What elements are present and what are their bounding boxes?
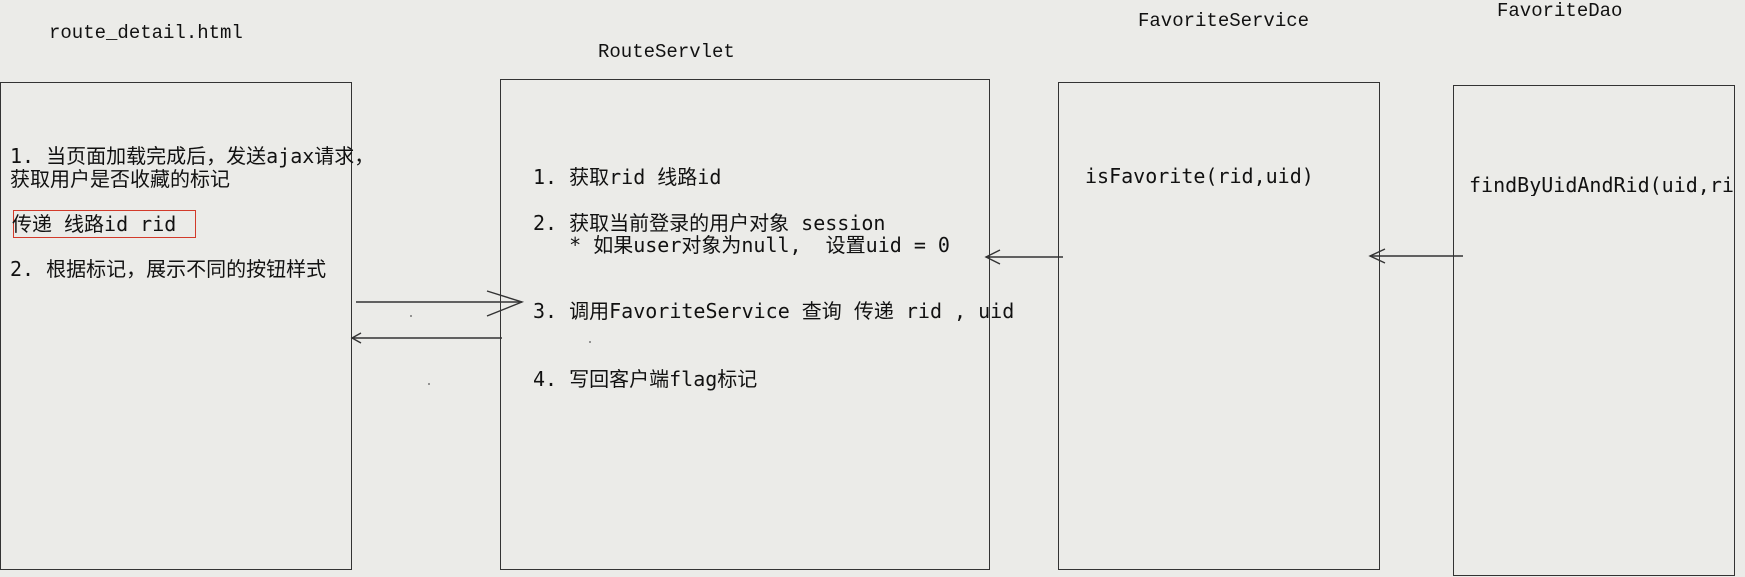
route-servlet-step3: 3. 调用FavoriteService 查询 传递 rid , uid [533, 299, 1015, 323]
request-arrow [356, 290, 525, 317]
favorite-service-title: FavoriteService [1138, 10, 1310, 32]
route-servlet-step2-line2: * 如果user对象为null, 设置uid = 0 [533, 233, 950, 257]
stray-dot [428, 383, 430, 385]
route-servlet-step2-line1: 2. 获取当前登录的用户对象 session [533, 211, 886, 235]
favorite-service-box [1058, 82, 1380, 570]
stray-dot [410, 315, 412, 317]
stray-dot [589, 341, 591, 343]
favorite-service-method: isFavorite(rid,uid) [1085, 164, 1314, 188]
favorite-dao-box [1453, 85, 1735, 576]
pass-param-highlight [13, 210, 196, 238]
route-detail-pass-param: 传递 线路id rid [12, 212, 177, 236]
favorite-dao-method: findByUidAndRid(uid,rid) [1469, 174, 1733, 196]
dao-to-service-arrow [1368, 248, 1463, 264]
route-servlet-step1: 1. 获取rid 线路id [533, 165, 722, 189]
route-detail-step2: 2. 根据标记，展示不同的按钮样式 [10, 257, 327, 281]
response-arrow [350, 332, 502, 344]
service-to-servlet-arrow [984, 249, 1063, 265]
route-detail-title: route_detail.html [49, 22, 243, 44]
route-detail-step1-line1: 1. 当页面加载完成后，发送ajax请求， [10, 144, 375, 168]
route-detail-step1-line2: 获取用户是否收藏的标记 [10, 167, 230, 191]
route-servlet-step4: 4. 写回客户端flag标记 [533, 367, 758, 391]
route-servlet-box [500, 79, 990, 570]
route-detail-box [0, 82, 352, 570]
favorite-dao-title: FavoriteDao [1497, 0, 1623, 22]
route-servlet-title: RouteServlet [598, 41, 735, 63]
